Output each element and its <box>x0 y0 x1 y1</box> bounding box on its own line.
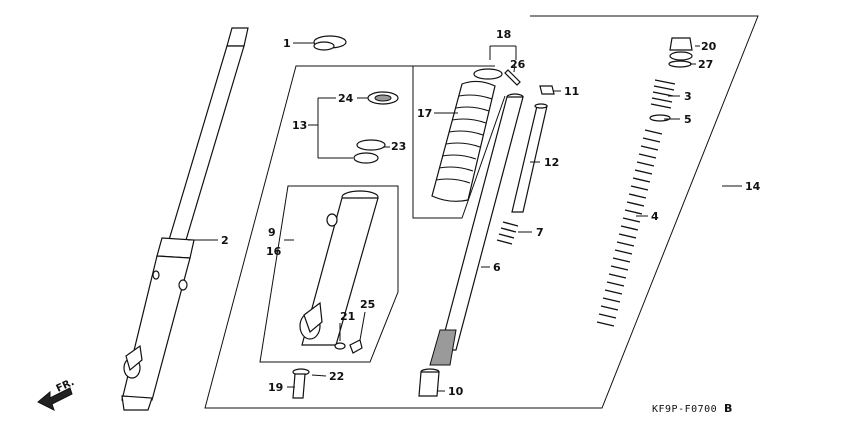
callout-9: 9 <box>268 226 276 239</box>
spring-seat-washer <box>649 114 671 122</box>
fork-pipe-part <box>429 93 524 366</box>
rebound-spring-part <box>496 221 519 245</box>
fork-slider-part <box>299 190 379 346</box>
oil-seal-set-part <box>353 91 399 164</box>
front-direction-arrow <box>37 387 73 411</box>
callout-17: 17 <box>417 107 432 120</box>
slider-subgroup-box <box>259 185 399 363</box>
damper-rod-part <box>511 103 548 213</box>
callout-23: 23 <box>391 140 406 153</box>
fork-cap-bolt-part <box>668 37 693 68</box>
fork-leg-assembly <box>121 27 249 411</box>
callout-6: 6 <box>493 261 501 274</box>
cap-nut-part <box>539 85 555 95</box>
callout-5: 5 <box>684 113 692 126</box>
small-hardware <box>292 339 363 399</box>
fork-boot-part <box>431 68 503 202</box>
drawing-code-suffix: B <box>724 402 732 415</box>
spacer-spring-short <box>650 79 676 109</box>
callout-25: 25 <box>360 298 375 311</box>
inner-boundary <box>300 65 506 219</box>
callout-16: 16 <box>266 245 282 258</box>
callout-1: 1 <box>283 37 291 50</box>
oil-lock-piece-part <box>418 368 440 397</box>
callout-27: 27 <box>698 58 713 71</box>
callout-24: 24 <box>338 92 354 105</box>
callout-26: 26 <box>510 58 526 71</box>
callout-13: 13 <box>292 119 307 132</box>
callout-20: 20 <box>701 40 717 53</box>
leader-lines <box>188 42 742 392</box>
callout-12: 12 <box>544 156 559 169</box>
callout-4: 4 <box>651 210 659 223</box>
callout-22: 22 <box>329 370 344 383</box>
callout-19: 19 <box>268 381 283 394</box>
boot-band-screw <box>504 69 521 86</box>
callout-14: 14 <box>745 180 761 193</box>
dust-seal-part <box>313 35 347 51</box>
callout-7: 7 <box>536 226 544 239</box>
callout-21: 21 <box>340 310 355 323</box>
drawing-code: KF9P-F0700 <box>652 404 717 415</box>
main-fork-spring <box>596 129 663 327</box>
callout-11: 11 <box>564 85 579 98</box>
callout-3: 3 <box>684 90 692 103</box>
callout-2: 2 <box>221 234 229 247</box>
callout-18: 18 <box>496 28 511 41</box>
callout-10: 10 <box>448 385 464 398</box>
